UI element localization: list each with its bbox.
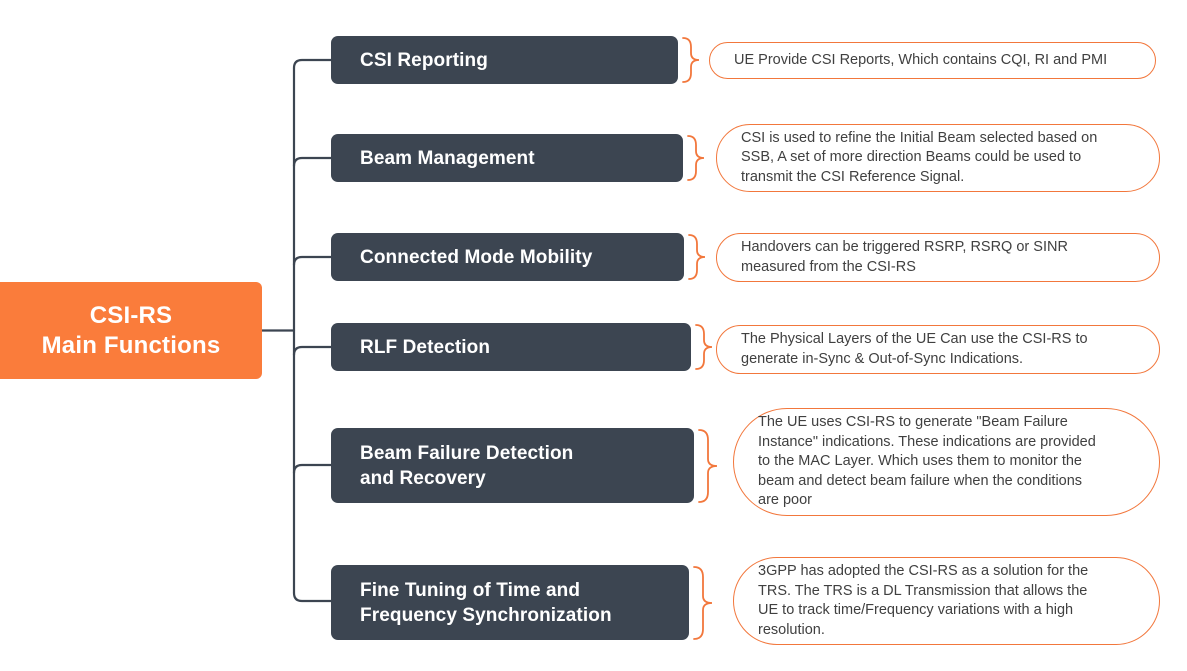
branch-node-csi-reporting[interactable]: CSI Reporting [331, 36, 678, 84]
branch-node-label: CSI Reporting [360, 49, 488, 71]
root-node-label: CSI-RS Main Functions [41, 301, 221, 359]
callout-beam-management: CSI is used to refine the Initial Beam s… [716, 124, 1160, 192]
branch-node-beam-management[interactable]: Beam Management [331, 134, 683, 182]
branch-node-connected-mode-mobility[interactable]: Connected Mode Mobility [331, 233, 684, 281]
branch-node-label: Beam Management [360, 147, 535, 169]
callout-text: 3GPP has adopted the CSI-RS as a solutio… [758, 563, 1089, 638]
branch-node-label: Fine Tuning of Time and Frequency Synchr… [360, 579, 612, 626]
branch-node-label: Connected Mode Mobility [360, 246, 593, 268]
callout-text: UE Provide CSI Reports, Which contains C… [734, 51, 1108, 68]
connector-elbow-4 [292, 345, 335, 357]
branch-node-beam-failure-detection[interactable]: Beam Failure Detection and Recovery [331, 428, 694, 503]
callout-connected-mode-mobility: Handovers can be triggered RSRP, RSRQ or… [716, 233, 1160, 282]
brace-icon-6 [693, 566, 713, 640]
callout-fine-tuning: 3GPP has adopted the CSI-RS as a solutio… [733, 557, 1160, 645]
connector-elbow-2 [292, 156, 335, 168]
root-node[interactable]: CSI-RS Main Functions [0, 282, 262, 379]
callout-text: Handovers can be triggered RSRP, RSRQ or… [741, 239, 1068, 275]
brace-icon-2 [687, 135, 705, 181]
callout-text: CSI is used to refine the Initial Beam s… [741, 129, 1098, 185]
callout-text: The Physical Layers of the UE Can use th… [741, 331, 1088, 367]
callout-rlf-detection: The Physical Layers of the UE Can use th… [716, 325, 1160, 374]
connector-elbow-1 [292, 58, 335, 70]
connector-elbow-6 [292, 591, 335, 603]
branch-node-label: RLF Detection [360, 336, 491, 358]
brace-icon-5 [698, 429, 718, 503]
brace-icon-4 [695, 324, 713, 370]
callout-csi-reporting: UE Provide CSI Reports, Which contains C… [709, 42, 1156, 79]
brace-icon-3 [688, 234, 706, 280]
callout-beam-failure-detection: The UE uses CSI-RS to generate "Beam Fai… [733, 408, 1160, 516]
brace-icon-1 [682, 37, 700, 83]
connector-elbow-3 [292, 255, 335, 267]
branch-node-fine-tuning[interactable]: Fine Tuning of Time and Frequency Synchr… [331, 565, 689, 640]
callout-text: The UE uses CSI-RS to generate "Beam Fai… [758, 414, 1096, 509]
connector-elbow-5 [292, 463, 335, 475]
branch-node-rlf-detection[interactable]: RLF Detection [331, 323, 691, 371]
branch-node-label: Beam Failure Detection and Recovery [360, 442, 574, 489]
